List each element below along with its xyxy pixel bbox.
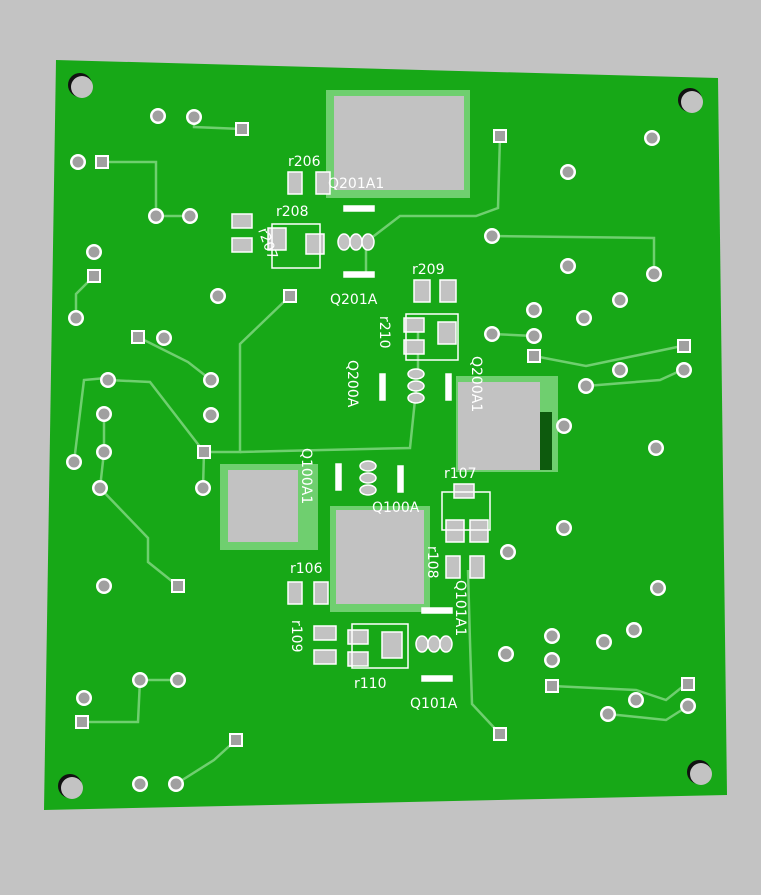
mounting-holes [58,73,712,799]
silkscreen-labels: r206 Q201A1 r208 r207 Q201A r209 r210 Q2… [254,154,484,712]
copper-traces [72,117,689,786]
label-r206: r206 [288,154,321,170]
label-q201a: Q201A [330,292,378,308]
label-r208: r208 [276,204,308,220]
label-q200a1: Q200A1 [468,356,484,412]
label-r110: r110 [354,676,386,692]
label-q100a1: Q100A1 [298,448,314,504]
label-q101a1: Q101A1 [452,580,468,636]
smd-footprints [231,171,491,682]
label-r106: r106 [290,561,323,577]
label-r210: r210 [376,316,392,348]
label-q200a: Q200A [344,360,360,408]
pcb-board [44,60,727,810]
copper-pours [220,90,558,612]
label-r107: r107 [444,466,476,482]
label-r209: r209 [412,262,444,278]
label-q201a1: Q201A1 [328,176,384,192]
label-q100a: Q100A [372,500,420,516]
label-r108: r108 [424,546,440,578]
label-q101a: Q101A [410,696,458,712]
label-r109: r109 [288,620,304,652]
